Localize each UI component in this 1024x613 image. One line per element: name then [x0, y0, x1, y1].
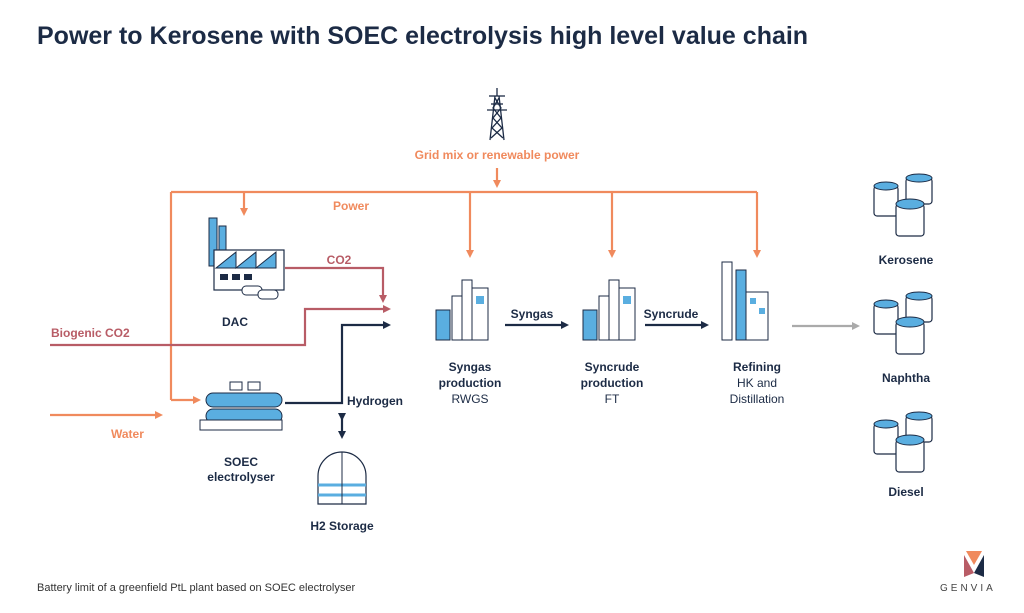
- diesel-tanks-icon: [873, 411, 933, 473]
- product-diesel-label: Diesel: [888, 485, 923, 499]
- water-label: Water: [111, 427, 144, 441]
- page-title: Power to Kerosene with SOEC electrolysis…: [37, 22, 809, 50]
- power-lines: [50, 168, 761, 419]
- ft-label: FT: [605, 392, 620, 406]
- grid-power-label: Grid mix or renewable power: [415, 148, 580, 162]
- hk-and-label: HK and: [737, 376, 777, 390]
- syncrude-plant-icon: [582, 279, 636, 341]
- dac-plant-icon: [208, 217, 285, 300]
- biogenic-co2-label: Biogenic CO2: [51, 326, 130, 340]
- syncrude-flow-label: Syncrude: [644, 307, 699, 321]
- pylon-icon: [487, 88, 507, 141]
- refining-label: Refining: [733, 360, 781, 374]
- syngas-plant-icon: [435, 279, 489, 341]
- syngas-flow-label: Syngas: [511, 307, 554, 321]
- co2-label: CO2: [327, 253, 352, 267]
- genvia-logo-icon: [964, 551, 984, 577]
- syncrude-production-label-1: Syncrude: [585, 360, 640, 374]
- rwgs-label: RWGS: [451, 392, 488, 406]
- electrolyser-label: electrolyser: [207, 470, 275, 484]
- footnote: Battery limit of a greenfield PtL plant …: [37, 582, 356, 594]
- power-label: Power: [333, 199, 369, 213]
- syngas-production-label-2: production: [439, 376, 502, 390]
- product-kerosene-label: Kerosene: [879, 253, 934, 267]
- distillation-label: Distillation: [730, 392, 785, 406]
- h2-storage-label: H2 Storage: [310, 519, 374, 533]
- hydrogen-label: Hydrogen: [347, 394, 403, 408]
- genvia-logo-text: GENVIA: [940, 583, 996, 594]
- dac-label: DAC: [222, 315, 248, 329]
- refinery-icon: [721, 261, 769, 341]
- process-lines: [285, 321, 709, 439]
- h2-storage-tank-icon: [317, 451, 367, 505]
- naphtha-tanks-icon: [873, 291, 933, 355]
- syngas-production-label-1: Syngas: [449, 360, 492, 374]
- kerosene-tanks-icon: [873, 173, 933, 237]
- syncrude-production-label-2: production: [581, 376, 644, 390]
- co2-lines: [50, 266, 391, 347]
- product-naphtha-label: Naphtha: [882, 371, 930, 385]
- soec-electrolyser-icon: [199, 381, 283, 431]
- soec-label: SOEC: [224, 455, 258, 469]
